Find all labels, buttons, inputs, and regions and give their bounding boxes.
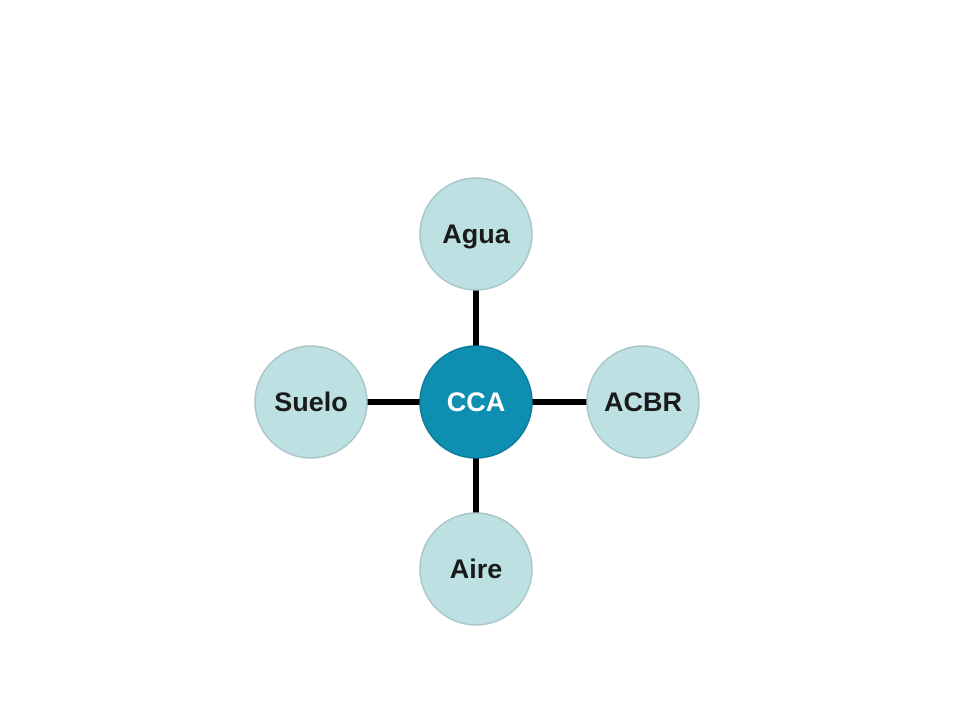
node-cca-center: CCA [419,345,533,459]
node-cca-circle [419,345,533,459]
node-agua: Agua [419,177,533,291]
node-cca-label: CCA [447,387,506,417]
node-agua-circle [419,177,533,291]
node-acbr-circle [586,345,700,459]
node-aire-label: Aire [450,554,503,584]
node-acbr-label: ACBR [604,387,682,417]
node-acbr: ACBR [586,345,700,459]
node-aire: Aire [419,512,533,626]
node-suelo-label: Suelo [274,387,348,417]
node-suelo-circle [254,345,368,459]
node-aire-circle [419,512,533,626]
node-agua-label: Agua [442,219,510,249]
node-suelo: Suelo [254,345,368,459]
